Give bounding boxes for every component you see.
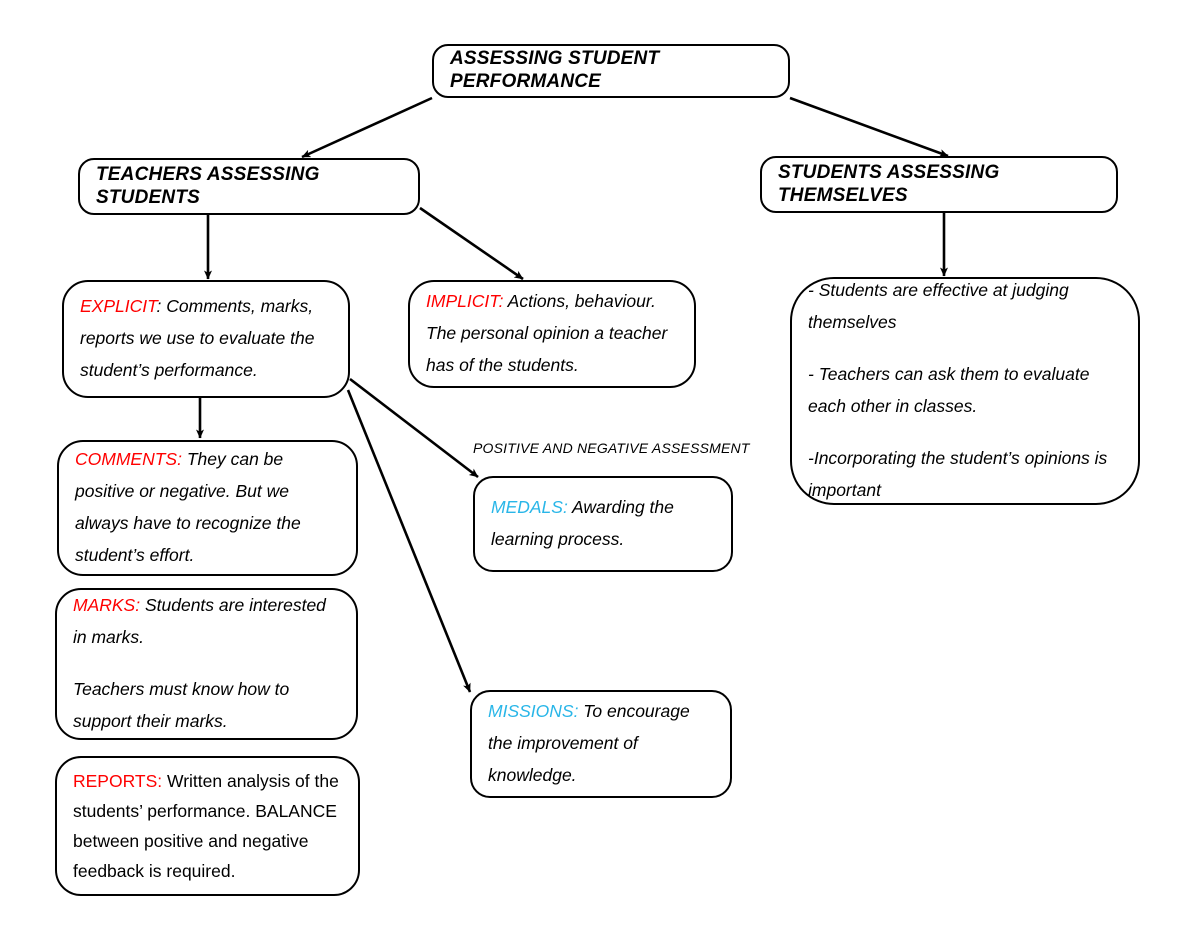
node-explicit-body: EXPLICIT: Comments, marks, reports we us… — [64, 291, 348, 387]
node-marks-paragraph-2: Teachers must know how to support their … — [73, 679, 290, 731]
node-comments-detail: They can be positive or negative. But we… — [75, 449, 301, 565]
node-self-assessment[interactable]: - Students are effective at judging them… — [790, 277, 1140, 505]
node-reports[interactable]: REPORTS: Written analysis of the student… — [55, 756, 360, 896]
node-implicit-detail: Actions, behaviour. The personal opinion… — [426, 291, 668, 375]
label-positive-and-negative-assessment: POSITIVE AND NEGATIVE ASSESSMENT — [473, 440, 750, 456]
node-explicit-detail: Comments, marks, reports we use to evalu… — [80, 296, 315, 380]
node-students-body: STUDENTS ASSESSING THEMSELVES — [762, 162, 1116, 208]
node-medals-detail: Awarding the learning process. — [491, 497, 674, 549]
node-teachers-assessing-students[interactable]: TEACHERS ASSESSING STUDENTS — [78, 158, 420, 215]
node-root-body: ASSESSING STUDENT PERFORMANCE — [434, 48, 788, 94]
node-comments-key: COMMENTS: — [75, 449, 182, 470]
node-students-label: STUDENTS ASSESSING THEMSELVES — [778, 161, 1000, 206]
self-assessment-item-1: - Students are effective at judging them… — [808, 280, 1069, 333]
node-teachers-body: TEACHERS ASSESSING STUDENTS — [80, 164, 418, 210]
node-marks-key: MARKS: — [73, 595, 141, 616]
node-marks-body: MARKS: Students are interested in marks.… — [57, 590, 356, 737]
node-comments-body: COMMENTS: They can be positive or negati… — [59, 444, 356, 571]
node-medals-key: MEDALS: — [491, 497, 568, 518]
node-marks-detail: Students are interested in marks. — [73, 595, 326, 648]
node-reports-detail: Written analysis of the students’ perfor… — [73, 770, 339, 882]
node-missions[interactable]: MISSIONS: To encourage the improvement o… — [470, 690, 732, 798]
node-explicit-text: EXPLICIT: Comments, marks, reports we us… — [80, 291, 332, 387]
node-students-assessing-themselves[interactable]: STUDENTS ASSESSING THEMSELVES — [760, 156, 1118, 213]
node-implicit-body: IMPLICIT: Actions, behaviour. The person… — [410, 286, 694, 382]
node-self-assessment-body: - Students are effective at judging them… — [792, 275, 1138, 506]
node-comments[interactable]: COMMENTS: They can be positive or negati… — [57, 440, 358, 576]
node-missions-text: MISSIONS: To encourage the improvement o… — [488, 696, 714, 792]
node-explicit-key: EXPLICIT — [80, 296, 157, 317]
node-reports-key: REPORTS: — [73, 770, 163, 791]
node-missions-detail: To encourage the improvement of knowledg… — [488, 701, 690, 785]
self-assessment-item-3: -Incorporating the student’s opinions is… — [808, 447, 1108, 500]
self-assessment-item-2: - Teachers can ask them to evaluate each… — [808, 364, 1090, 416]
node-implicit-text: IMPLICIT: Actions, behaviour. The person… — [426, 286, 678, 382]
node-reports-text: REPORTS: Written analysis of the student… — [73, 766, 342, 886]
node-explicit[interactable]: EXPLICIT: Comments, marks, reports we us… — [62, 280, 350, 398]
node-implicit-key: IMPLICIT: — [426, 291, 504, 312]
node-root[interactable]: ASSESSING STUDENT PERFORMANCE — [432, 44, 790, 98]
node-medals-body: MEDALS: Awarding the learning process. — [475, 492, 731, 556]
node-explicit-colon: : — [156, 296, 162, 317]
arrow-root-to-teachers — [301, 96, 433, 159]
node-comments-text: COMMENTS: They can be positive or negati… — [75, 444, 340, 571]
node-implicit[interactable]: IMPLICIT: Actions, behaviour. The person… — [408, 280, 696, 388]
node-marks[interactable]: MARKS: Students are interested in marks.… — [55, 588, 358, 740]
arrow-explicit-to-medals — [349, 377, 479, 479]
node-marks-text: MARKS: Students are interested in marks. — [73, 590, 340, 654]
node-medals-text: MEDALS: Awarding the learning process. — [491, 492, 715, 556]
node-missions-key: MISSIONS: — [488, 701, 579, 722]
arrow-explicit-to-missions — [346, 389, 472, 693]
node-medals[interactable]: MEDALS: Awarding the learning process. — [473, 476, 733, 572]
node-root-label: ASSESSING STUDENT PERFORMANCE — [450, 48, 660, 92]
node-teachers-label: TEACHERS ASSESSING STUDENTS — [96, 163, 320, 208]
node-missions-body: MISSIONS: To encourage the improvement o… — [472, 696, 730, 792]
arrow-root-to-students — [789, 96, 949, 158]
arrow-teachers-to-implicit — [419, 206, 524, 281]
node-reports-body: REPORTS: Written analysis of the student… — [57, 766, 358, 886]
